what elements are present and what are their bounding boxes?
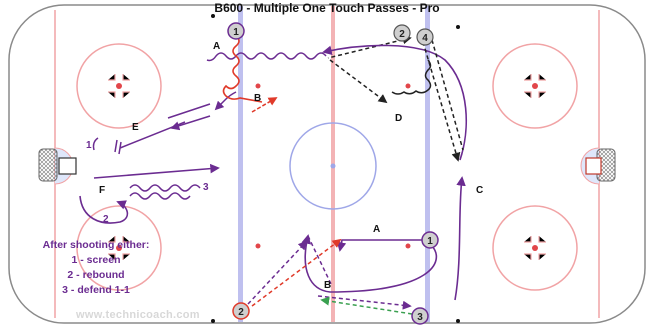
player-2-top-label: 2 [399,29,405,40]
marker-dots [211,14,460,323]
pass-b-to-3 [317,295,412,310]
label-f: F [99,185,105,196]
player-1-bottom: 1 [421,231,439,249]
blue-line-right [425,6,430,322]
player-1-bottom-label: 1 [427,236,433,247]
player-4-top: 4 [416,28,434,46]
pass-4-c-2 [431,39,464,151]
label-b-top: B [254,93,261,104]
player-2-bottom: 2 [232,302,250,320]
route-to-c [454,176,466,301]
label-d: D [395,113,402,124]
faceoff-circle-tr [492,43,578,129]
pass-d-black [327,35,412,59]
route-bottom-loop [301,234,438,293]
route-top-wavy [206,52,327,62]
player-2-top: 2 [393,24,411,42]
note-option-3: 3 - defend 1-1 [62,284,130,296]
player-3-bottom: 3 [411,307,429,325]
faceoff-circle-br [492,205,578,291]
label-c: C [476,185,483,196]
route-2-curve [79,195,129,224]
pass-to-d [329,59,388,104]
note-option-1: 1 - screen [71,254,121,266]
player-3-bottom-label: 3 [417,312,423,323]
route-3-wavy [129,184,201,192]
route-number-1: 1 [86,140,92,151]
pass-2-purple [247,240,308,305]
player-1-top-label: 1 [233,27,239,38]
label-e: E [132,122,139,133]
net-left [38,148,58,182]
goal-left [58,157,77,175]
route-a-red [222,35,263,103]
player-2-bottom-label: 2 [238,307,244,318]
route-number-2: 2 [103,214,109,225]
route-to-e [214,91,237,111]
pass-b-red-top [251,97,278,113]
watermark: www.technicoach.com [76,309,200,321]
label-a-bottom: A [373,224,380,235]
route-1-curve [92,137,99,151]
pass-3-green [320,296,413,315]
faceoff-dots [116,83,538,251]
route-f-shot [93,163,220,179]
route-e-second [167,103,211,119]
faceoff-circle-tl [76,43,162,129]
label-a-top: A [213,41,220,52]
pass-2-red [251,238,342,307]
pass-b-down [307,235,333,287]
after-shooting-note: After shooting either: 1 - screen 2 - re… [36,238,156,298]
route-e-line [119,121,186,149]
faceoff-hashmarks [108,74,546,260]
route-number-3: 3 [203,182,209,193]
rink-boards [8,4,646,324]
diagram-title: B600 - Multiple One Touch Passes - Pro [214,1,440,15]
blue-line-left [238,6,243,322]
label-b-bottom: B [324,280,331,291]
stick-mark [114,139,122,155]
note-heading: After shooting either: [42,239,150,251]
center-circle [289,122,377,210]
player-1-top: 1 [227,22,245,40]
route-3-wavy-2 [129,192,191,200]
goal-right [585,157,602,175]
route-d-wavy [391,59,432,95]
route-e-arrow [170,115,211,131]
player-4-top-label: 4 [422,33,428,44]
route-loop-top [322,44,468,161]
center-dot [330,163,336,169]
note-option-2: 2 - rebound [67,269,125,281]
